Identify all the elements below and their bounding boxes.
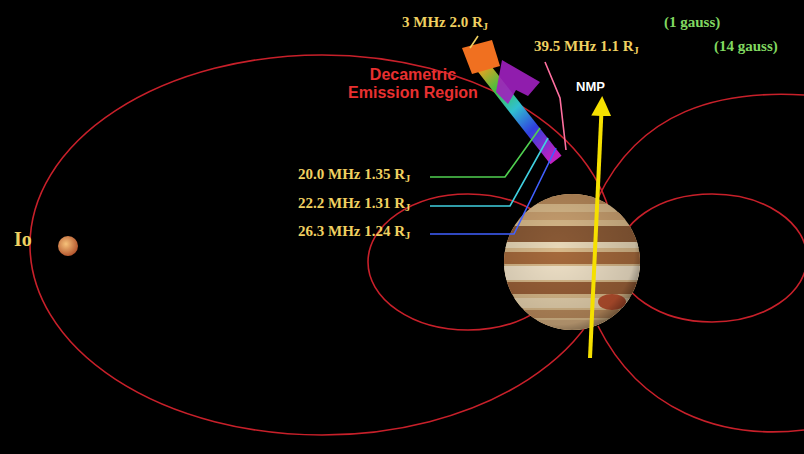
- region-title: Decametric Emission Region: [338, 66, 488, 103]
- magnetic-pole-arrow: [590, 100, 602, 358]
- leader-lines: [430, 36, 566, 234]
- frequency-label: 3 MHz 2.0 RJ: [402, 14, 488, 31]
- field-lines: [30, 55, 804, 435]
- frequency-label: 22.2 MHz 1.31 RJ: [298, 195, 410, 212]
- field-strength-label: (1 gauss): [664, 14, 720, 31]
- field-strength-label: (14 gauss): [714, 38, 778, 55]
- frequency-label: 20.0 MHz 1.35 RJ: [298, 166, 410, 183]
- frequency-label: 39.5 MHz 1.1 RJ: [534, 38, 639, 55]
- io-moon: [58, 236, 78, 256]
- moon-label: Io: [14, 228, 32, 251]
- frequency-label: 26.3 MHz 1.24 RJ: [298, 223, 410, 240]
- pole-label: NMP: [576, 80, 605, 95]
- jupiter-planet: [500, 190, 650, 340]
